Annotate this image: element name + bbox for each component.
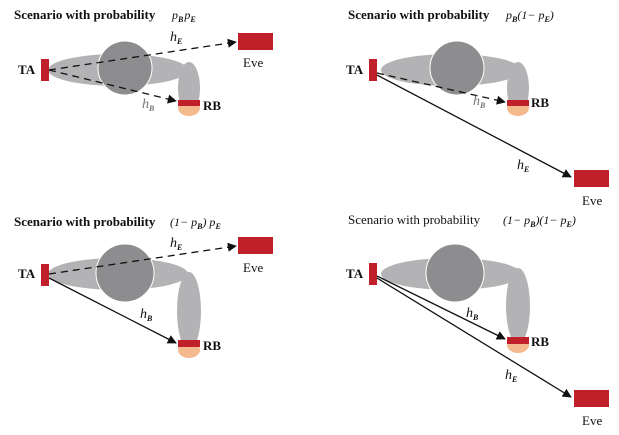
panel-top-left: Scenario with probability pBpE TA RB Eve…	[14, 7, 273, 116]
bob-channel-line	[376, 72, 506, 105]
arm-outline	[177, 272, 201, 350]
panel-bottom-left: Scenario with probability (1− pB) pE TA …	[14, 214, 273, 358]
rb-label: RB	[531, 95, 549, 110]
ta-device	[41, 59, 49, 81]
caption-text: Scenario with probability	[348, 212, 481, 227]
eve-channel-line	[48, 242, 237, 275]
caption-math: pBpE	[171, 8, 196, 24]
ta-device	[369, 263, 377, 285]
eve-label: Eve	[582, 193, 602, 208]
rb-label: RB	[531, 334, 549, 349]
caption-math: (1− pB) pE	[170, 215, 221, 231]
rb-device	[178, 100, 200, 106]
eve-channel-line	[48, 38, 237, 71]
bob-channel-line	[376, 275, 506, 340]
head-outline	[429, 40, 485, 96]
arm-outline	[506, 268, 530, 344]
ta-device	[41, 264, 49, 286]
ta-label: TA	[18, 62, 36, 77]
eve-channel-line	[376, 74, 572, 178]
rb-device	[507, 100, 529, 106]
eve-label: Eve	[243, 55, 263, 70]
h-e-label: hE	[517, 158, 529, 174]
ta-device	[369, 59, 377, 81]
eve-label: Eve	[582, 413, 602, 428]
ta-label: TA	[346, 266, 364, 281]
ta-label: TA	[18, 266, 36, 281]
bob-channel-line	[48, 277, 177, 344]
eve-label: Eve	[243, 260, 263, 275]
eve-device	[238, 237, 273, 254]
eve-channel-line	[376, 277, 572, 398]
eve-device	[574, 390, 609, 407]
h-b-label: hB	[466, 306, 479, 322]
h-b-label: hB	[140, 307, 153, 323]
panel-bottom-right: Scenario with probability (1− pB)(1− pE)…	[346, 212, 609, 428]
caption-text: Scenario with probability	[348, 7, 490, 22]
rb-device	[178, 340, 200, 347]
eve-device	[238, 33, 273, 50]
h-b-label: hB	[142, 97, 155, 113]
caption-text: Scenario with probability	[14, 214, 156, 229]
caption-text: Scenario with probability	[14, 7, 156, 22]
h-b-label: hB	[473, 94, 486, 110]
caption-math: (1− pB)(1− pE)	[503, 213, 576, 229]
h-e-label: hE	[170, 30, 182, 46]
ta-label: TA	[346, 62, 364, 77]
eve-device	[574, 170, 609, 187]
rb-device	[507, 337, 529, 344]
rb-label: RB	[203, 338, 221, 353]
h-e-label: hE	[170, 236, 182, 252]
panel-top-right: Scenario with probability pB(1− pE) TA R…	[346, 7, 609, 208]
bob-channel-line	[48, 69, 177, 104]
h-e-label: hE	[505, 368, 517, 384]
head-outline	[425, 243, 485, 303]
rb-label: RB	[203, 98, 221, 113]
head-outline	[95, 243, 155, 303]
caption-math: pB(1− pE)	[505, 8, 554, 24]
head-outline	[97, 40, 153, 96]
